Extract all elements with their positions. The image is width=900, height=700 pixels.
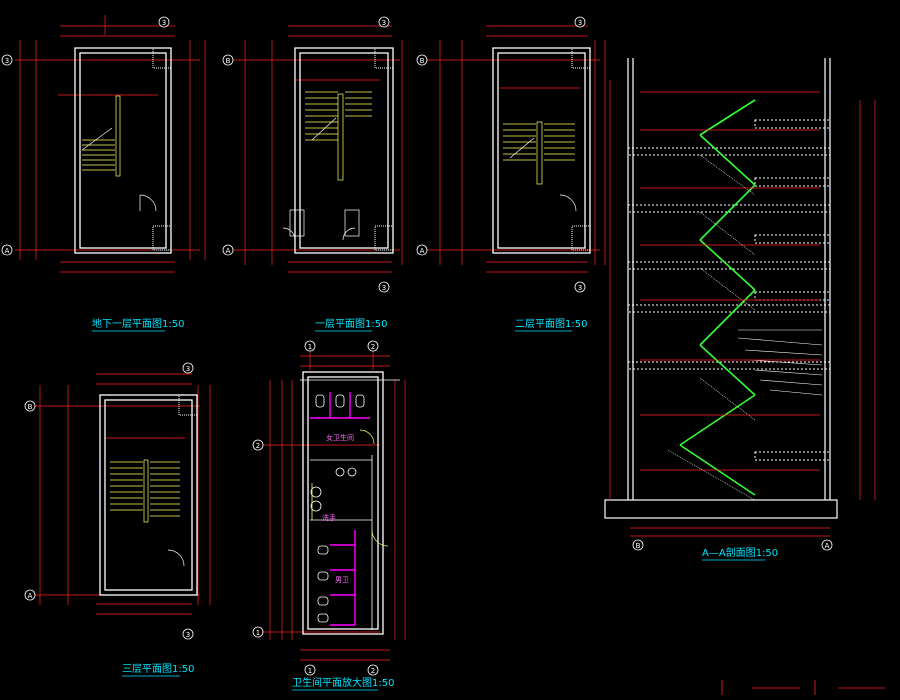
axis-bubble <box>222 54 234 66</box>
title-section-scale: 1:50 <box>756 548 778 559</box>
axis-bubble <box>158 16 170 28</box>
axis-label: 2 <box>371 667 375 675</box>
axis-bubble <box>24 589 36 601</box>
title-floor1-text: 一层平面图 <box>315 318 365 330</box>
toilet-plan <box>260 345 406 661</box>
axis-label: A <box>825 542 830 550</box>
floor1-plan <box>230 25 403 273</box>
axis-bubble <box>1 244 13 256</box>
axis-bubble <box>304 340 316 352</box>
axis-label: 3 <box>186 365 190 373</box>
axis-bubble <box>367 340 379 352</box>
axis-bubble <box>416 54 428 66</box>
title-floor3: 三层平面图1:50 <box>122 663 194 675</box>
axis-label: A <box>5 247 10 255</box>
axis-bubble <box>632 539 644 551</box>
axis-bubble <box>378 16 390 28</box>
room-label-male: 男卫 <box>335 576 349 584</box>
title-basement-scale: 1:50 <box>162 319 184 330</box>
room-label-wash: 洗手 <box>322 513 336 522</box>
axis-bubble <box>367 664 379 676</box>
axis-label: 3 <box>186 631 190 639</box>
axis-label: A <box>28 592 33 600</box>
axis-bubble <box>252 626 264 638</box>
axis-label: B <box>420 57 425 65</box>
title-floor1: 一层平面图1:50 <box>315 318 387 330</box>
axis-bubble <box>24 400 36 412</box>
axis-bubble <box>222 244 234 256</box>
axis-label: B <box>636 542 641 550</box>
axis-label: 3 <box>382 284 386 292</box>
title-toilet-scale: 1:50 <box>372 678 394 689</box>
section-aa <box>604 58 876 537</box>
title-floor2: 二层平面图1:50 <box>515 318 587 330</box>
title-floor3-text: 三层平面图 <box>122 663 172 675</box>
axis-bubble <box>416 244 428 256</box>
axis-bubble <box>1 54 13 66</box>
axis-label: 3 <box>162 19 166 27</box>
axis-label: B <box>28 403 33 411</box>
axis-label: 2 <box>371 343 375 351</box>
axis-bubble <box>182 628 194 640</box>
axis-bubble <box>574 16 586 28</box>
axis-label: B <box>226 57 231 65</box>
axis-bubble <box>252 439 264 451</box>
axis-label: 3 <box>578 284 582 292</box>
axis-label: 3 <box>382 19 386 27</box>
axis-label: A <box>420 247 425 255</box>
room-label-female: 女卫生间 <box>326 433 354 442</box>
floor2-plan <box>425 25 606 273</box>
axis-bubble <box>304 664 316 676</box>
axis-bubble-labels: 3 A 3 B A 3 3 B A 3 3 B A B A 3 3 1 2 2 … <box>5 19 830 675</box>
title-toilet: 卫生间平面放大图1:50 <box>292 676 394 689</box>
axis-bubble <box>821 539 833 551</box>
title-floor2-text: 二层平面图 <box>515 318 565 330</box>
axis-label: 2 <box>256 442 260 450</box>
basement-plan <box>15 15 206 273</box>
title-toilet-text: 卫生间平面放大图 <box>292 676 372 689</box>
axis-label: 3 <box>578 19 582 27</box>
axis-label: A <box>226 247 231 255</box>
axis-bubble <box>378 281 390 293</box>
axis-bubble <box>574 281 586 293</box>
title-floor3-scale: 1:50 <box>172 664 194 675</box>
title-basement: 地下一层平面图1:50 <box>92 317 184 330</box>
axis-bubble <box>182 362 194 374</box>
title-floor1-scale: 1:50 <box>365 319 387 330</box>
axis-bubbles <box>1 16 833 676</box>
axis-label: 3 <box>5 57 9 65</box>
title-floor2-scale: 1:50 <box>565 319 587 330</box>
title-basement-text: 地下一层平面图 <box>92 317 162 330</box>
floor3-plan <box>30 373 211 615</box>
title-section: A—A剖面图1:50 <box>702 546 778 559</box>
axis-label: 1 <box>308 343 312 351</box>
axis-label: 1 <box>308 667 312 675</box>
axis-label: 1 <box>256 629 260 637</box>
title-section-text: A—A剖面图 <box>702 546 756 559</box>
